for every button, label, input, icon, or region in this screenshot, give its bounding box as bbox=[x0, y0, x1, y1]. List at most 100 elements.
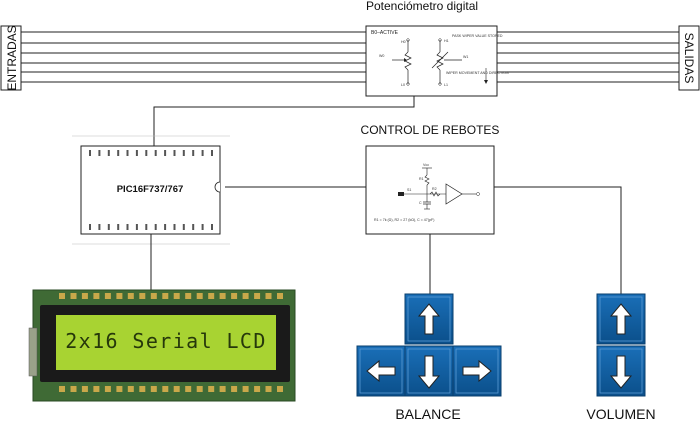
lcd-pin bbox=[242, 386, 249, 392]
lcd-pin bbox=[185, 386, 192, 392]
debounce-formula: R1 = 7k (Ω), R2 = 27 (kΩ), C = 47(pF) bbox=[374, 218, 434, 222]
mcu-pin bbox=[107, 150, 110, 156]
volume-keypad: VOLUMEN bbox=[586, 293, 656, 422]
lcd-pin bbox=[162, 293, 169, 299]
lcd-pin bbox=[70, 293, 77, 299]
lcd-pin bbox=[81, 386, 88, 392]
mcu-pin bbox=[98, 150, 101, 156]
debounce-vcc: Vcc bbox=[423, 163, 429, 167]
balance-label: BALANCE bbox=[395, 406, 460, 421]
debounce-sw: S1 bbox=[407, 188, 411, 192]
mcu-pin bbox=[201, 150, 204, 156]
mcu-pin bbox=[154, 224, 157, 230]
debounce-c: C bbox=[419, 201, 422, 205]
arrow-right-icon bbox=[462, 359, 492, 383]
mcu-pin bbox=[145, 224, 148, 230]
mcu-pin bbox=[135, 224, 138, 230]
mcu-pin bbox=[173, 224, 176, 230]
debounce-r1: R1 bbox=[419, 177, 424, 181]
lcd-pin bbox=[70, 386, 77, 392]
balance-up-key[interactable] bbox=[404, 293, 454, 345]
lcd-pin bbox=[173, 293, 180, 299]
lcd-text: 2x16 Serial LCD bbox=[65, 329, 267, 353]
lcd-module: 2x16 Serial LCD bbox=[28, 289, 296, 402]
lcd-pin bbox=[265, 386, 272, 392]
arrow-down-icon bbox=[609, 355, 633, 389]
mcu-pin bbox=[89, 224, 91, 230]
outputs-box: SALIDAS bbox=[678, 25, 700, 91]
debounce-title: CONTROL DE REBOTES bbox=[361, 123, 500, 137]
mcu-pin bbox=[126, 224, 129, 230]
digital-pot-chip: B0–ACTIVE H0 L0 W0 H1 L1 W1 PASK WIPER V… bbox=[365, 25, 509, 97]
volume-up-key[interactable] bbox=[596, 293, 646, 345]
debounce-r2: R2 bbox=[432, 187, 437, 191]
balance-keypad: BALANCE bbox=[356, 293, 502, 422]
mcu-pin bbox=[182, 150, 185, 156]
lcd-pin bbox=[231, 386, 238, 392]
lcd-pin bbox=[127, 386, 134, 392]
mcu-pin bbox=[89, 150, 91, 156]
mcu-pin bbox=[164, 150, 167, 156]
debounce-volume-wire bbox=[494, 186, 622, 294]
lcd-pin bbox=[139, 293, 146, 299]
lcd-pin bbox=[104, 293, 111, 299]
lcd-pin bbox=[265, 293, 272, 299]
mcu-chip: PIC16F737/767 bbox=[72, 135, 230, 245]
lcd-pin bbox=[254, 293, 261, 299]
lcd-pin bbox=[116, 293, 123, 299]
balance-down-key[interactable] bbox=[404, 345, 454, 397]
lcd-pin bbox=[254, 386, 261, 392]
mcu-pin bbox=[173, 150, 176, 156]
outputs-label: SALIDAS bbox=[682, 33, 696, 84]
inputs-label: ENTRADAS bbox=[5, 25, 19, 90]
digital-pot-title: Potenciómetro digital bbox=[366, 0, 478, 13]
lcd-pin bbox=[93, 293, 100, 299]
mcu-pin bbox=[107, 224, 110, 230]
arrow-down-icon bbox=[417, 355, 441, 389]
pot-h0: H0 bbox=[401, 40, 406, 44]
lcd-pin bbox=[59, 293, 65, 299]
lcd-pin bbox=[162, 386, 169, 392]
mcu-pin bbox=[126, 150, 129, 156]
mcu-pin bbox=[201, 224, 204, 230]
output-bus bbox=[497, 31, 679, 83]
mcu-name: PIC16F737/767 bbox=[117, 184, 184, 195]
mcu-pin bbox=[192, 150, 195, 156]
pot-l1: L1 bbox=[444, 83, 448, 87]
lcd-pin bbox=[231, 293, 238, 299]
mcu-pin bbox=[145, 150, 148, 156]
volume-down-key[interactable] bbox=[596, 345, 646, 397]
lcd-pin bbox=[277, 386, 283, 392]
pot-note-bottom: WIPER MOVEMENT AND DIRECTION bbox=[446, 71, 509, 75]
lcd-pin bbox=[93, 386, 100, 392]
lcd-pin bbox=[150, 386, 157, 392]
balance-left-key[interactable] bbox=[356, 345, 406, 397]
arrow-left-icon bbox=[366, 359, 396, 383]
inputs-box: ENTRADAS bbox=[0, 25, 22, 91]
lcd-pin bbox=[150, 293, 157, 299]
lcd-pin bbox=[219, 293, 226, 299]
mcu-pin bbox=[164, 224, 167, 230]
mcu-pin bbox=[192, 224, 195, 230]
pot-w1: W1 bbox=[463, 55, 468, 59]
arrow-up-icon bbox=[609, 303, 633, 335]
lcd-pin bbox=[139, 386, 146, 392]
pot-w0: W0 bbox=[379, 54, 384, 58]
lcd-pin bbox=[116, 386, 123, 392]
lcd-pin bbox=[219, 386, 226, 392]
lcd-pin bbox=[127, 293, 134, 299]
lcd-pin bbox=[196, 293, 203, 299]
mcu-pin bbox=[211, 224, 213, 230]
mcu-pin bbox=[117, 224, 120, 230]
lcd-pin bbox=[208, 386, 215, 392]
balance-right-key[interactable] bbox=[452, 345, 502, 397]
lcd-pin bbox=[196, 386, 203, 392]
arrow-up-icon bbox=[417, 303, 441, 335]
lcd-pin bbox=[208, 293, 215, 299]
lcd-pin bbox=[185, 293, 192, 299]
pot-header: B0–ACTIVE bbox=[371, 30, 399, 36]
input-bus bbox=[21, 31, 366, 83]
lcd-pin bbox=[59, 386, 65, 392]
debounce-circuit: Vcc R1 S1 R2 C R1 = 7k (Ω), R2 = 27 (kΩ)… bbox=[365, 145, 495, 235]
